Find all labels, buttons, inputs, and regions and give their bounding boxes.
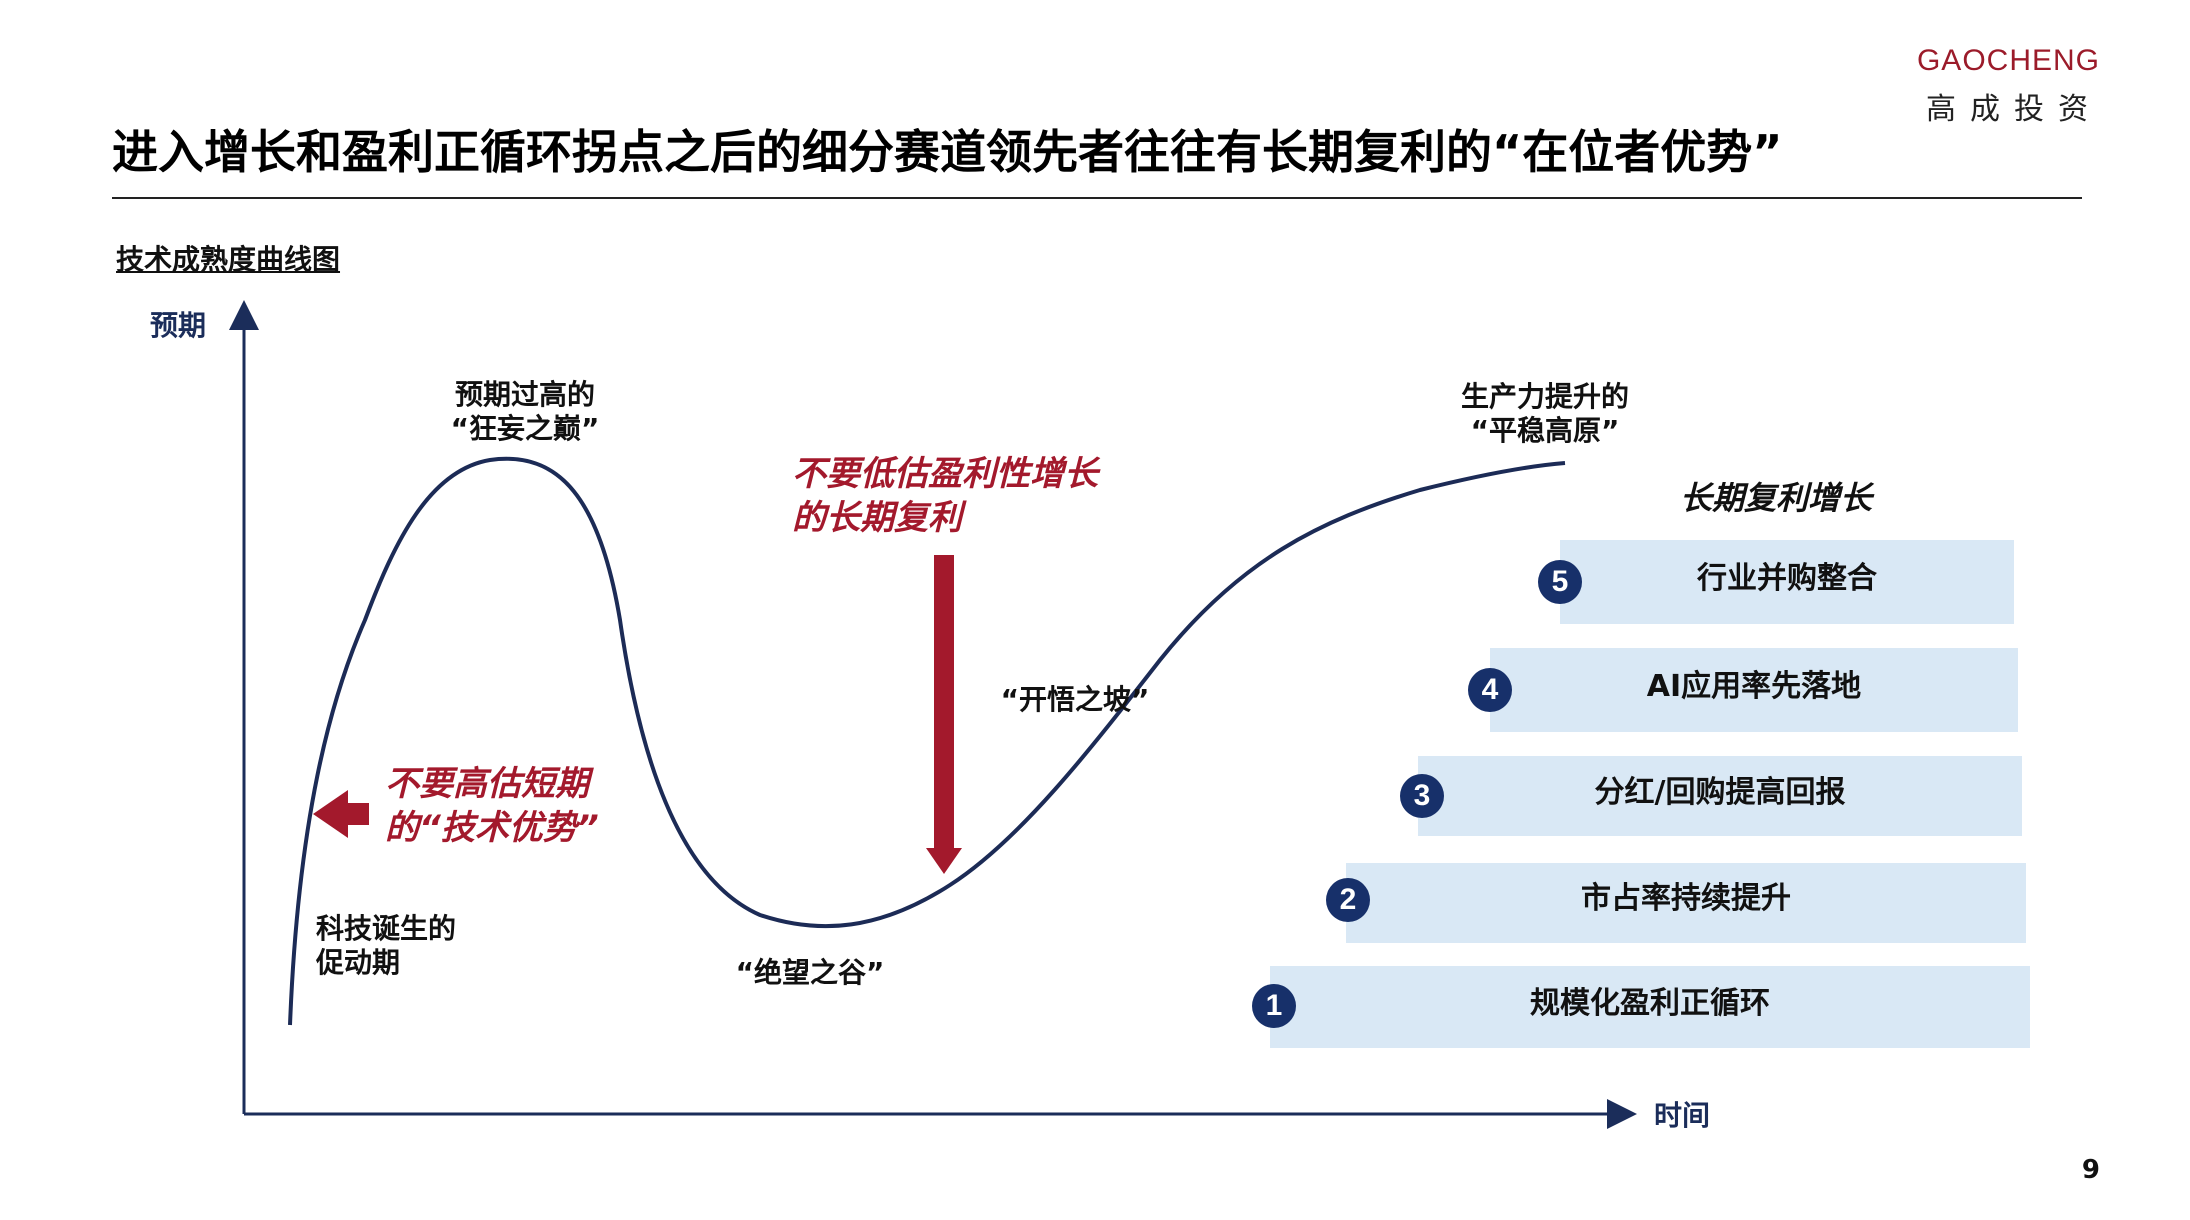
step-badge-3: 3 <box>1400 774 1444 818</box>
down-arrow-shaft <box>934 555 954 855</box>
growth-title: 长期复利增长 <box>1680 479 1873 517</box>
step-label-1: 规模化盈利正循环 <box>1530 986 1770 1021</box>
step-badge-5: 5 <box>1538 560 1582 604</box>
step-label-2: 市占率持续提升 <box>1581 881 1791 916</box>
phase-peak: 预期过高的 “狂妄之巅” <box>450 378 600 445</box>
step-badge-4: 4 <box>1468 668 1512 712</box>
phase-trough: “绝望之谷” <box>735 956 885 989</box>
page-title: 进入增长和盈利正循环拐点之后的细分赛道领先者往往有长期复利的“在位者优势” <box>112 125 1783 179</box>
step-label-4: AI应用率先落地 <box>1646 669 1862 704</box>
step-box-2 <box>1346 863 2026 943</box>
hype-curve <box>288 456 1566 1026</box>
step-box-4 <box>1490 648 2018 732</box>
left-arrow-head <box>313 790 348 838</box>
left-arrow-shaft <box>345 803 369 825</box>
step-badge-1: 1 <box>1252 984 1296 1028</box>
down-arrow-head <box>926 848 962 874</box>
brand-name: GAOCHENG <box>1916 44 2100 77</box>
callout-long-term: 不要低估盈利性增长 的长期复利 <box>792 454 1098 538</box>
step-label-5: 行业并购整合 <box>1697 561 1877 596</box>
title-divider <box>112 197 2082 199</box>
page-number: 9 <box>2081 1155 2100 1185</box>
step-badge-2: 2 <box>1326 878 1370 922</box>
phase-plateau: 生产力提升的 “平稳高原” <box>1460 380 1629 447</box>
step-box-5 <box>1560 540 2014 624</box>
phase-trigger: 科技诞生的 促动期 <box>316 912 457 979</box>
y-axis-label: 预期 <box>150 309 207 342</box>
step-box-3 <box>1418 756 2022 836</box>
step-box-1 <box>1270 966 2030 1048</box>
phase-slope: “开悟之坡” <box>1000 683 1150 716</box>
step-label-3: 分红/回购提高回报 <box>1594 775 1846 810</box>
callout-short-term: 不要高估短期 的“技术优势” <box>385 764 599 848</box>
x-axis-label: 时间 <box>1654 1099 1711 1132</box>
section-title: 技术成熟度曲线图 <box>116 243 341 276</box>
brand-subtitle: 高成投资 <box>1926 92 2102 127</box>
